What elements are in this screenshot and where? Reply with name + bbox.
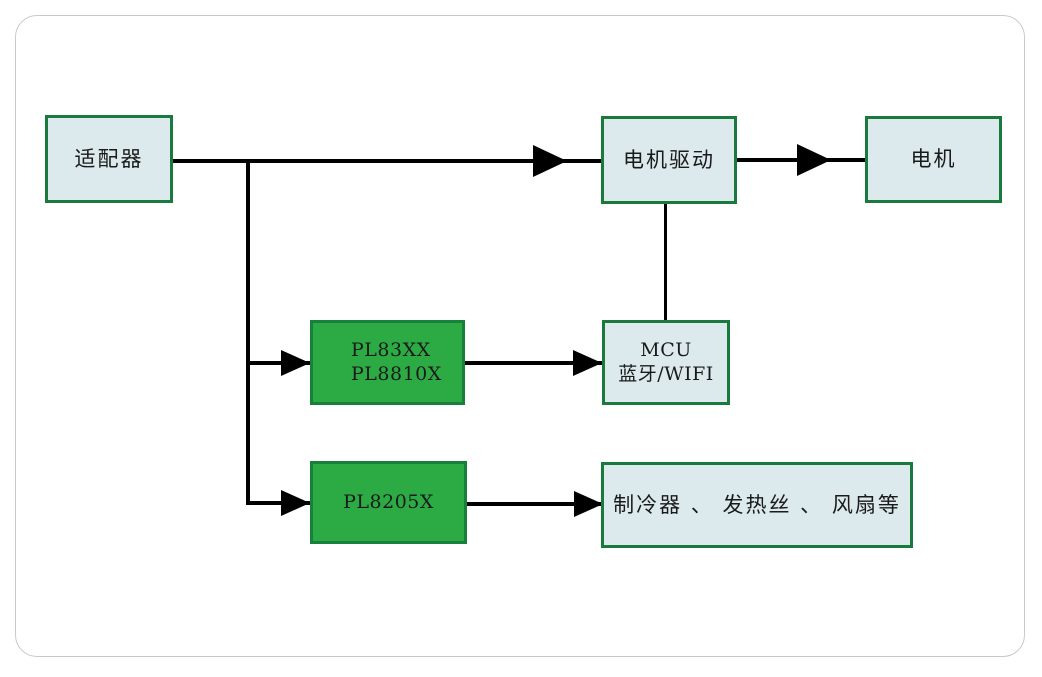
- edge-adapter-to-motor-driver-line: [173, 159, 601, 163]
- node-pl8205x-label: PL8205X: [343, 490, 434, 513]
- node-motor[interactable]: 电机: [865, 116, 1002, 203]
- node-mcu-label-line2: 蓝牙/WIFI: [618, 362, 714, 385]
- node-adapter-label: 适配器: [74, 146, 144, 171]
- node-pl83xx[interactable]: PL83XX PL8810X: [310, 320, 465, 405]
- node-motor-label: 电机: [910, 147, 957, 172]
- node-adapter[interactable]: 适配器: [45, 115, 173, 203]
- edge-bus-to-pl83xx-line: [246, 361, 310, 365]
- edge-bus-to-pl8205x-line: [246, 501, 310, 505]
- node-loads-label: 制冷器 、 发热丝 、 风扇等: [613, 492, 901, 517]
- edge-adapter-vertical-bus: [246, 159, 250, 505]
- edge-motor-driver-to-motor-arrowhead: [797, 144, 831, 176]
- diagram-frame: [15, 15, 1025, 657]
- edge-motor-driver-to-mcu-line: [664, 200, 667, 325]
- edge-pl8205x-to-loads-arrowhead: [574, 491, 603, 517]
- node-pl83xx-label-line1: PL83XX: [351, 338, 431, 361]
- edge-bus-to-pl83xx-arrowhead: [281, 350, 310, 376]
- node-pl83xx-label-line2: PL8810X: [351, 362, 442, 385]
- edge-adapter-to-motor-driver-arrowhead: [533, 145, 567, 177]
- node-pl8205x[interactable]: PL8205X: [310, 461, 467, 544]
- node-mcu-label-line1: MCU: [640, 338, 692, 361]
- edge-pl83xx-to-mcu-line: [465, 361, 602, 365]
- node-motor-driver[interactable]: 电机驱动: [601, 116, 737, 204]
- edge-pl8205x-to-loads-line: [467, 502, 602, 506]
- node-motor-driver-label: 电机驱动: [623, 147, 715, 172]
- node-mcu[interactable]: MCU 蓝牙/WIFI: [602, 320, 730, 405]
- edge-pl83xx-to-mcu-arrowhead: [573, 350, 602, 376]
- node-loads[interactable]: 制冷器 、 发热丝 、 风扇等: [601, 462, 913, 548]
- edge-bus-to-pl8205x-arrowhead: [281, 490, 310, 516]
